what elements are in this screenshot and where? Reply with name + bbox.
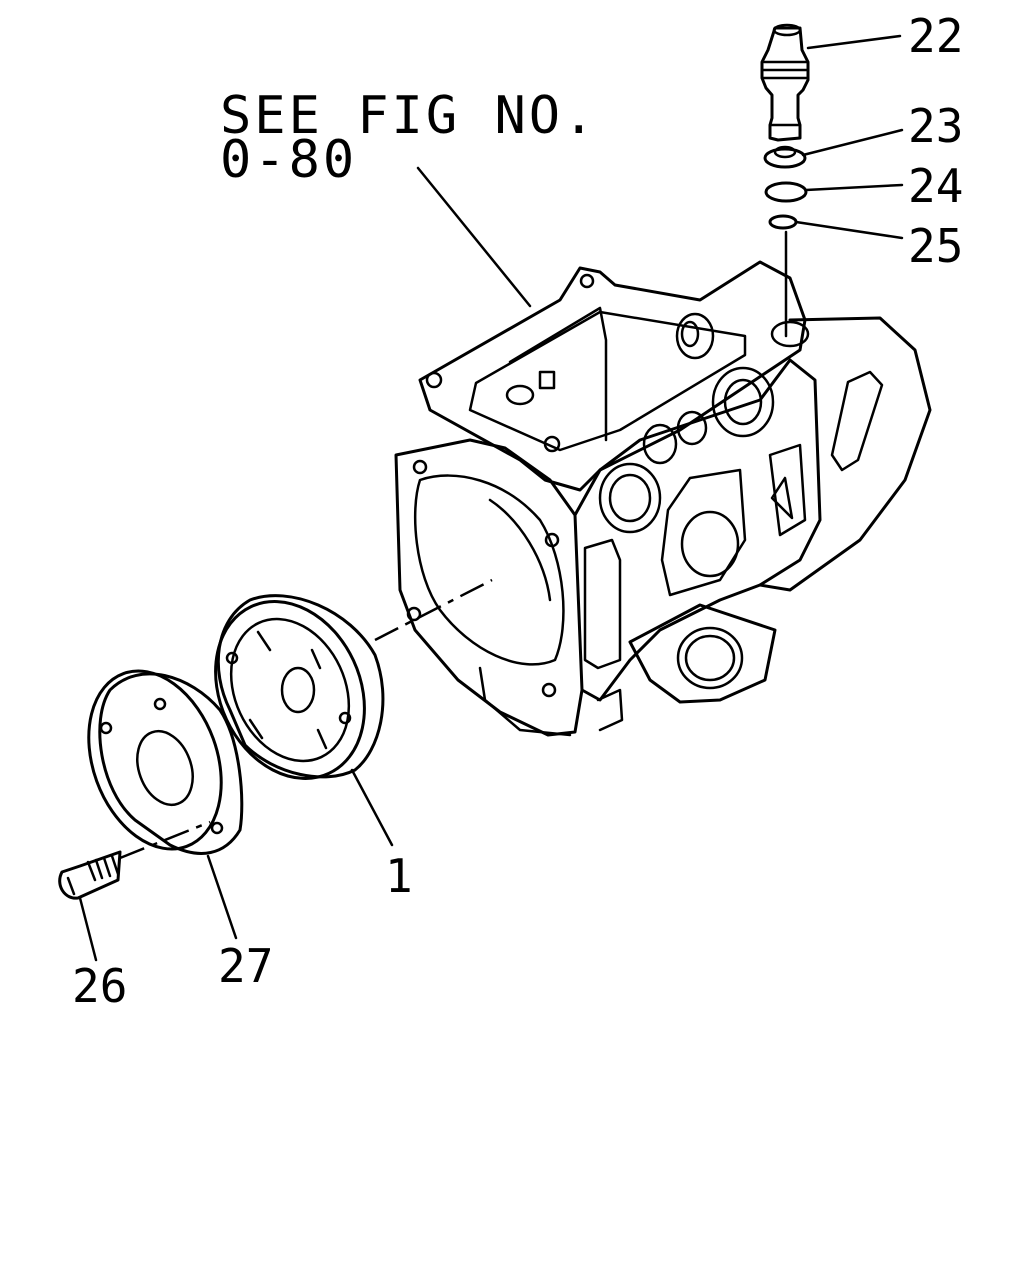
washer-part — [763, 145, 807, 169]
pump-housing — [394, 230, 932, 737]
callout-27-label: 27 — [218, 939, 273, 993]
callout-27-leader — [206, 854, 238, 940]
flange-plate-part — [87, 669, 244, 860]
callout-26-leader — [78, 896, 98, 962]
callout-25-label: 25 — [908, 219, 963, 273]
callout-25-leader — [794, 220, 904, 240]
callout-26-label: 26 — [72, 959, 127, 1013]
oring-small-part — [768, 214, 798, 230]
callout-22-label: 22 — [908, 9, 963, 63]
screw-axis-line — [119, 820, 211, 860]
callout-23-label: 23 — [908, 99, 963, 153]
see-figure-note-line2: 0-80 — [220, 130, 357, 190]
screw-part — [58, 850, 122, 900]
callout-24-leader — [804, 183, 904, 192]
valve-part — [760, 23, 810, 142]
callout-1-leader — [350, 768, 394, 847]
oring-large-part — [764, 181, 808, 203]
callout-1-label: 1 — [385, 849, 413, 903]
callout-22-leader — [806, 34, 902, 50]
note-leader-line — [416, 166, 532, 308]
coupling-axis-line — [374, 578, 493, 642]
see-figure-note-line1: SEE FIG NO. — [220, 86, 597, 146]
callout-24-label: 24 — [908, 159, 963, 213]
callout-23-leader — [801, 128, 904, 157]
